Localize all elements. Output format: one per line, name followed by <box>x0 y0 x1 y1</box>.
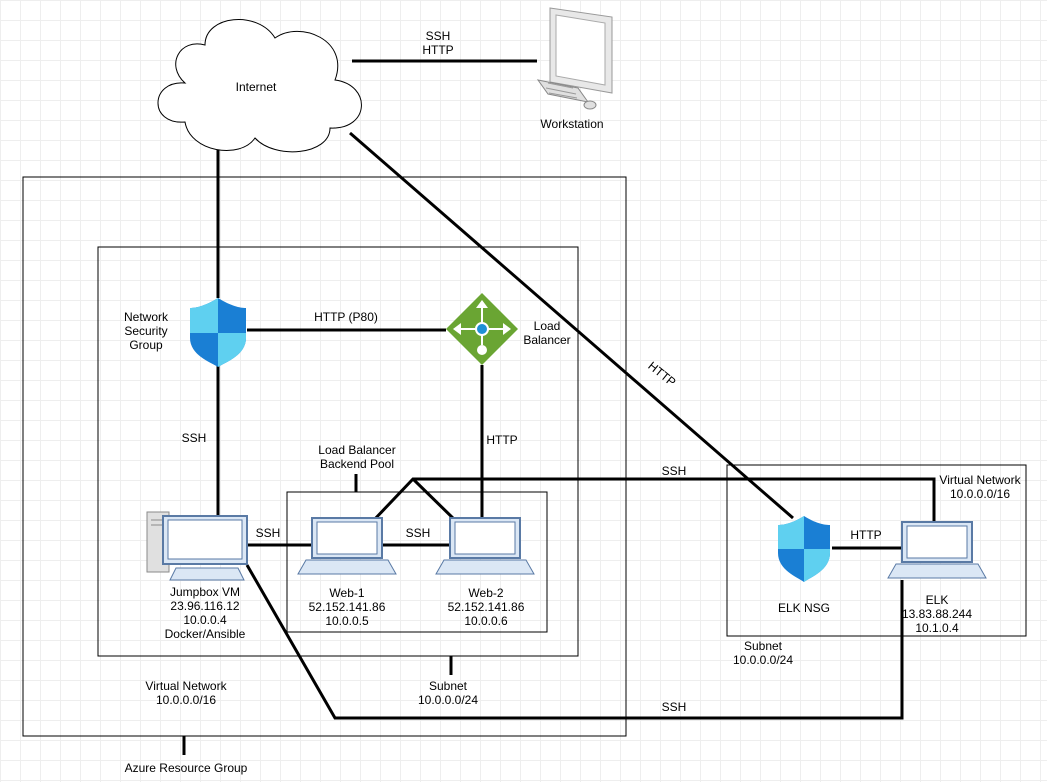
backend-pool-label: Load Balancer Backend Pool <box>318 443 396 471</box>
resource-group-box <box>22 176 627 737</box>
conn-web1-web2-label: SSH <box>405 526 431 540</box>
load-balancer-label: Load Balancer <box>523 319 571 347</box>
subnet-elk-label: Subnet 10.0.0.0/24 <box>732 639 794 667</box>
conn-web-elk-top-label: SSH <box>661 464 687 478</box>
internet-label: Internet <box>235 80 277 94</box>
conn-web1-elk-top <box>370 477 936 524</box>
web1-label: Web-1 52.152.141.86 10.0.0.5 <box>308 586 386 628</box>
subnet-backend-box <box>286 491 548 633</box>
conn-jumpbox-elk-bottom <box>245 564 904 720</box>
elk-laptop-icon <box>887 521 987 579</box>
web2-laptop-icon <box>435 517 535 575</box>
workstation-icon <box>536 7 613 110</box>
elk-vnet-box <box>726 464 1027 637</box>
conn-jumpbox-web1-label: SSH <box>255 526 281 540</box>
web1-laptop-icon <box>297 517 397 575</box>
nsg-label: Network Security Group <box>123 310 168 352</box>
jumpbox-vm-icon <box>146 511 248 581</box>
conn-nsg-loadbalancer-label: HTTP (P80) <box>314 310 378 324</box>
internet-cloud-icon <box>157 19 362 153</box>
conn-loadbalancer-web2-label: HTTP <box>486 433 518 447</box>
workstation-label: Workstation <box>540 117 604 131</box>
elk-nsg-shield-icon <box>778 516 830 582</box>
conn-nsg-jumpbox-label: SSH <box>181 431 207 445</box>
conn-internet-workstation-label: SSH HTTP <box>422 29 454 57</box>
subnet-main-label: Subnet 10.0.0.0/24 <box>417 679 479 707</box>
load-balancer-icon <box>446 293 518 365</box>
nsg-shield-icon <box>190 298 246 367</box>
jumpbox-label: Jumpbox VM 23.96.116.12 10.0.0.4 Docker/… <box>164 585 246 641</box>
vnet-elk-label: Virtual Network 10.0.0.0/16 <box>939 473 1021 501</box>
resource-group-label: Azure Resource Group <box>124 761 248 775</box>
vnet-main-label: Virtual Network 10.0.0.0/16 <box>145 679 227 707</box>
vnet-main-box <box>97 246 579 657</box>
conn-elknsg-elk-label: HTTP <box>850 528 882 542</box>
elk-label: ELK 13.83.88.244 10.1.0.4 <box>901 593 973 635</box>
conn-jumpbox-elk-bottom-label: SSH <box>661 700 687 714</box>
web2-label: Web-2 52.152.141.86 10.0.0.6 <box>447 586 525 628</box>
elk-nsg-label: ELK NSG <box>777 601 831 615</box>
conn-internet-elknsg <box>349 131 794 520</box>
conn-web2-elk-top <box>411 477 460 525</box>
